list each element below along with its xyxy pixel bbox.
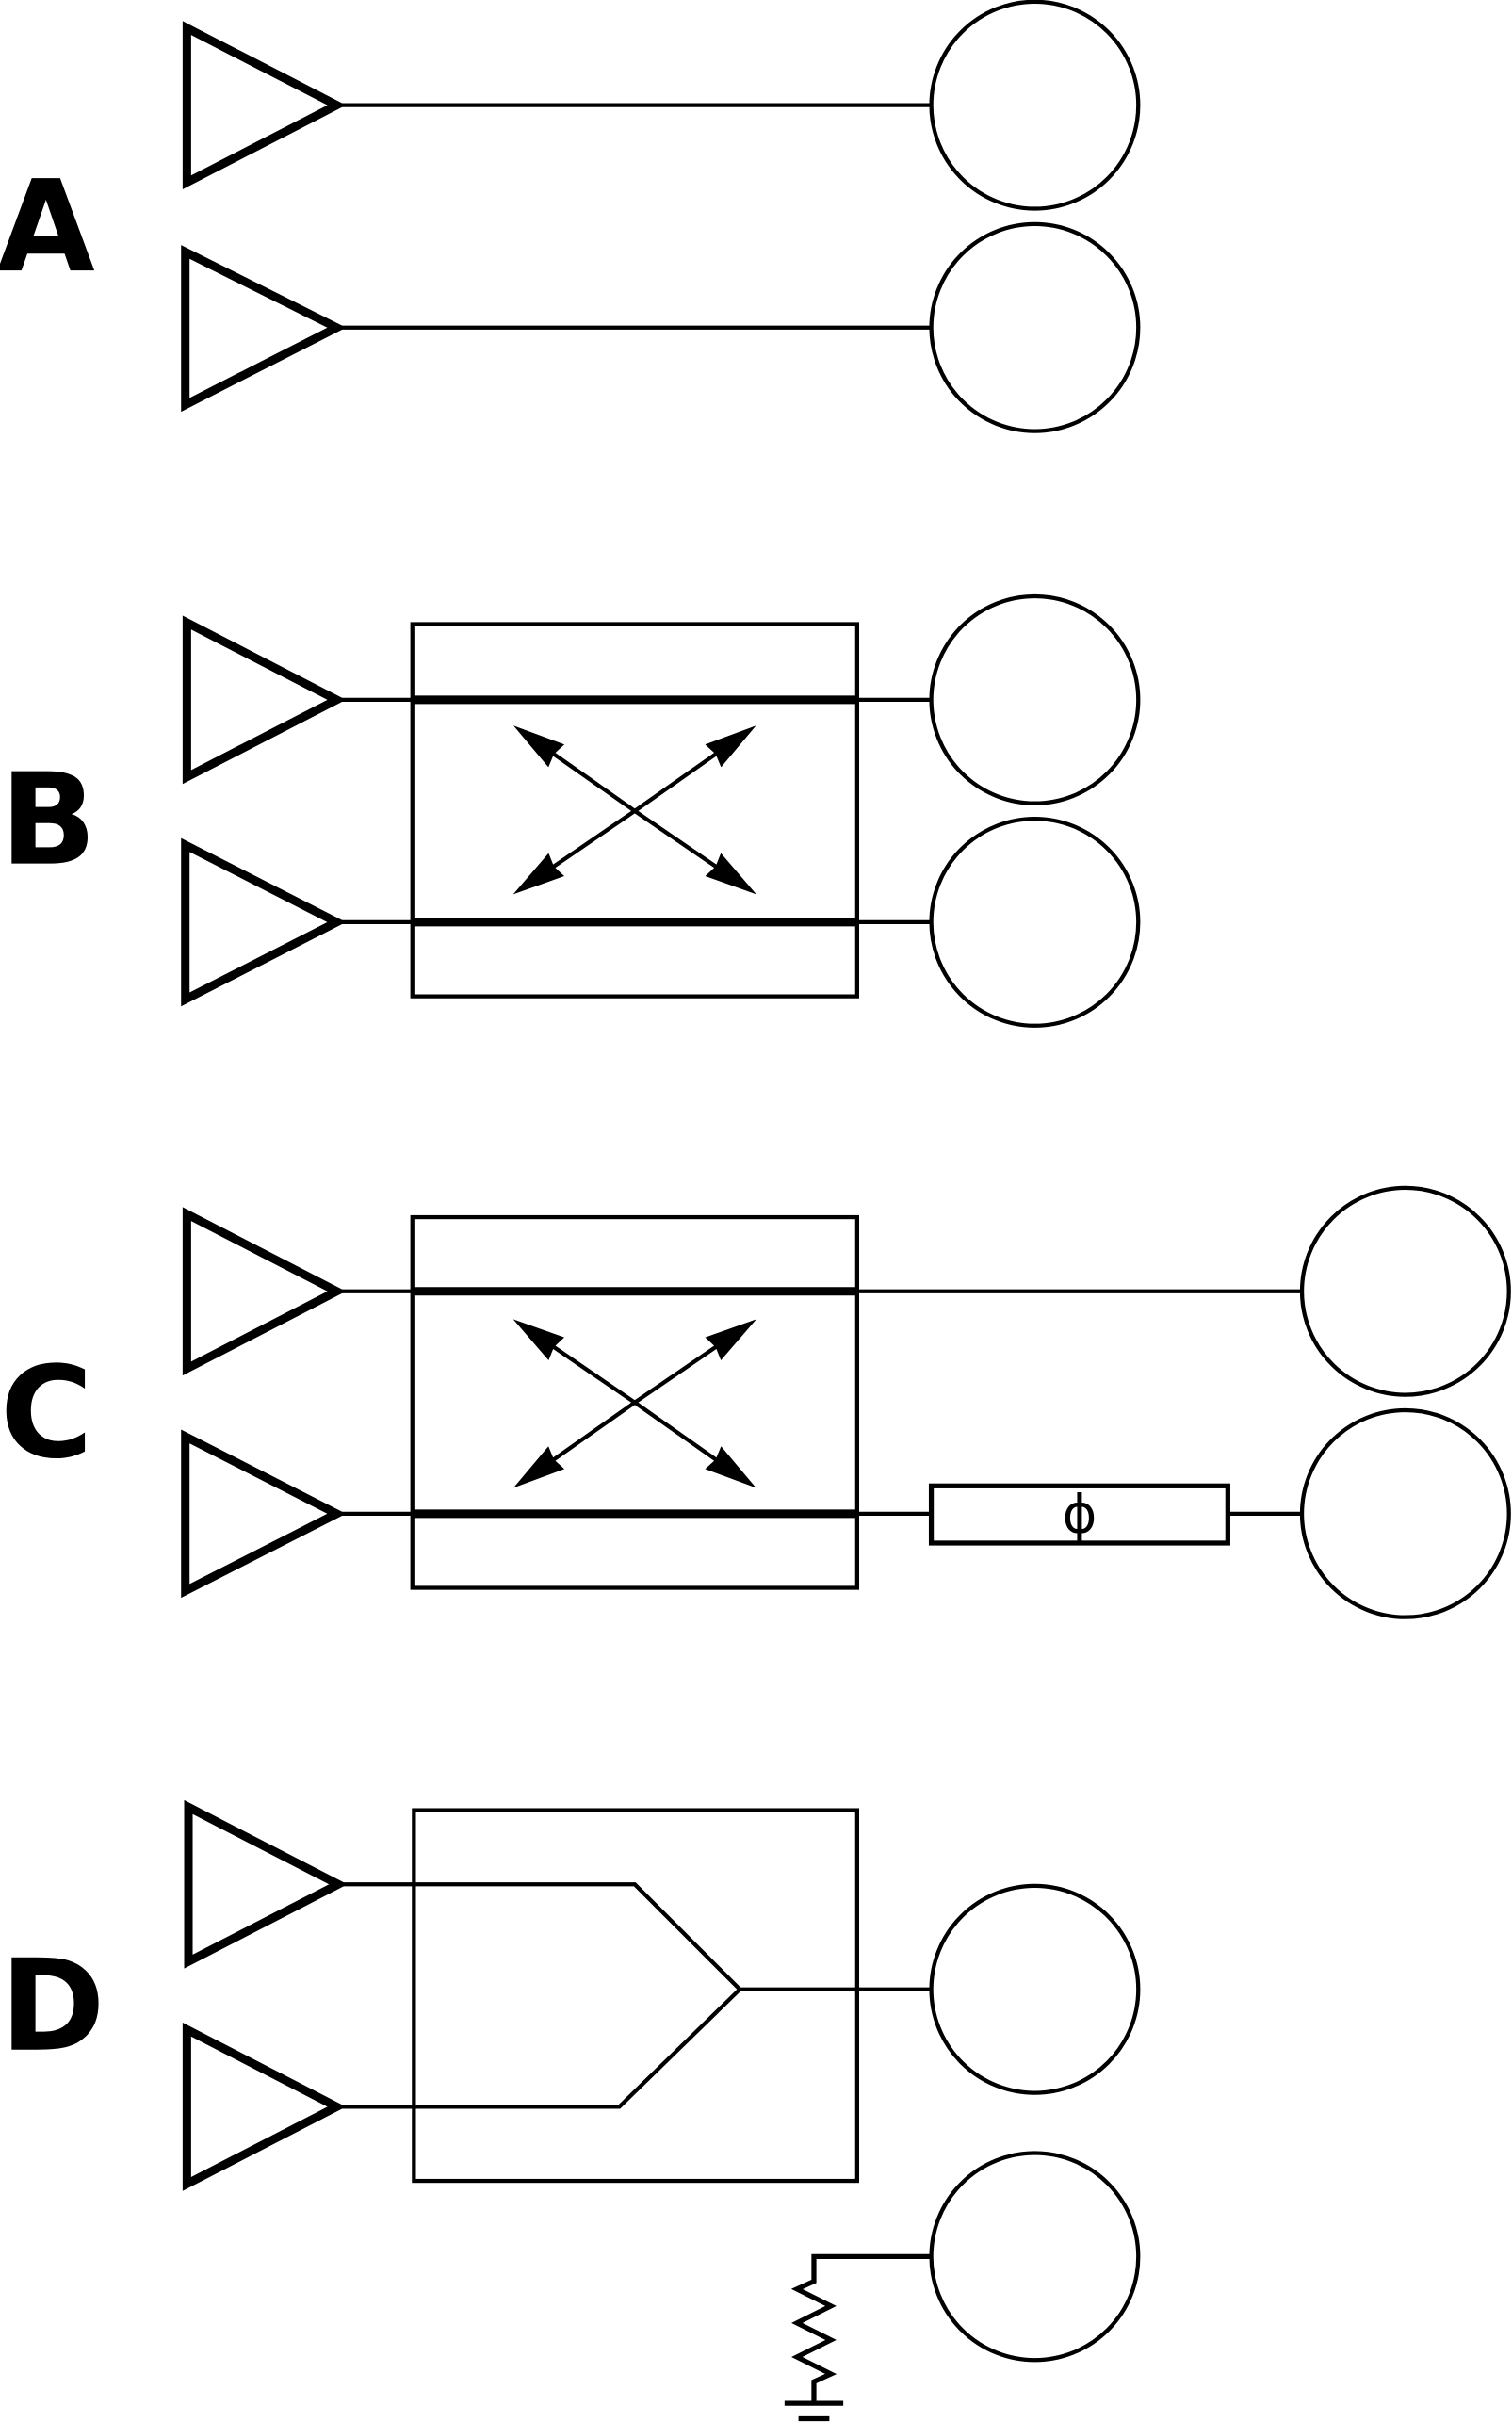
combiner-path [336, 1988, 741, 2109]
panel-b: B [0, 593, 1141, 1028]
resistor-termination-icon [784, 2253, 932, 2422]
coupling-arrows-icon [512, 725, 756, 895]
combiner-path [338, 1882, 741, 1991]
antenna-element-circle [1299, 1185, 1511, 1397]
amplifier-triangle-icon [184, 1799, 348, 1969]
antenna-element-circle [929, 221, 1141, 433]
phase-shifter: ϕ [928, 1483, 1230, 1546]
antenna-element-circle [929, 593, 1141, 805]
phase-symbol: ϕ [1063, 1485, 1097, 1546]
amplifier-triangle-icon [182, 21, 347, 190]
panel-label-a: A [0, 153, 95, 301]
antenna-element-circle [929, 1883, 1141, 2095]
amplifier-triangle-icon [181, 245, 347, 413]
amplifier-triangle-icon [182, 2023, 347, 2191]
panel-label-c: C [0, 1339, 93, 1487]
panel-a: A [0, 0, 1141, 433]
combiner-box [412, 1808, 860, 2184]
coupler-box [410, 622, 860, 999]
coupling-arrows-icon [512, 1319, 756, 1488]
panel-d: D [0, 1799, 1141, 2422]
coupler-box [410, 1214, 860, 1590]
panel-c: C ϕ [0, 1185, 1511, 1619]
amplifier-triangle-icon [182, 1207, 347, 1376]
antenna-element-circle [929, 0, 1141, 211]
antenna-element-circle [929, 816, 1141, 1028]
panel-label-b: B [0, 746, 96, 894]
panel-label-d: D [0, 1932, 106, 2080]
amplifier-triangle-icon [181, 1429, 347, 1599]
amplifier-triangle-icon [181, 837, 347, 1007]
antenna-element-circle [1299, 1407, 1511, 1619]
amplifier-triangle-icon [182, 615, 347, 785]
antenna-element-circle [929, 2151, 1141, 2363]
